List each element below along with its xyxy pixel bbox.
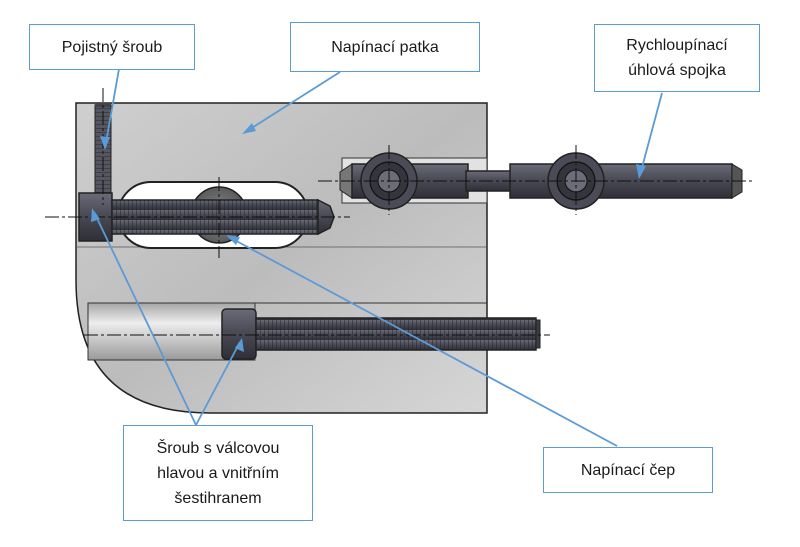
callout-cap-screw-line2: hlavou a vnitřním [157, 464, 279, 482]
callout-clamping-foot-text: Napínací patka [331, 38, 439, 56]
leader-lines [93, 68, 663, 447]
leader-arrowheads [91, 123, 646, 352]
cap-screw-head-lower [221, 308, 257, 360]
cap-screw-thread-lower [255, 317, 537, 351]
callout-clamping-pin: Napínací čep [543, 447, 713, 493]
lower-bore [87, 302, 256, 361]
callout-cap-screw-line1: Šroub s válcovou [156, 439, 280, 457]
callout-quick-clamp-line1: Rychloupínací [626, 37, 728, 54]
callout-clamping-pin-text: Napínací čep [580, 461, 676, 479]
callout-cap-screw: Šroub s válcovou hlavou a vnitřním šesti… [123, 425, 313, 521]
callout-clamping-foot: Napínací patka [290, 22, 480, 72]
callout-cap-screw-line3: šestihranem [174, 489, 262, 507]
housing-body [75, 102, 488, 414]
callout-quick-clamp-line2: úhlová spojka [628, 62, 726, 79]
callout-quick-clamp: Rychloupínací úhlová spojka [594, 24, 760, 92]
callout-locking-screw-text: Pojistný šroub [61, 38, 163, 56]
callout-locking-screw: Pojistný šroub [29, 24, 195, 70]
